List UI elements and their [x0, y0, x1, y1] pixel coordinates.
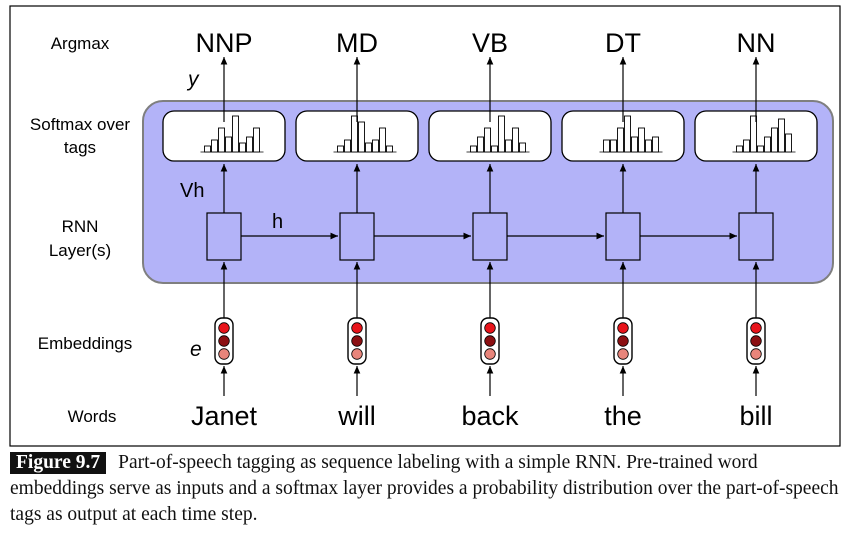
- word-label: bill: [739, 401, 772, 431]
- histogram-bar: [365, 142, 372, 153]
- embedding-unit: [617, 322, 629, 334]
- row-label-softmax-line2: tags: [64, 138, 96, 157]
- tag-label: MD: [336, 28, 378, 58]
- symbol-y: y: [186, 68, 200, 91]
- histogram-bar: [498, 115, 505, 153]
- row-label-rnn-line2: Layer(s): [49, 241, 111, 260]
- row-label-rnn-line1: RNN: [62, 217, 99, 236]
- histogram-bar: [757, 145, 764, 153]
- tag-label: VB: [472, 28, 508, 58]
- histogram-bar: [470, 145, 477, 153]
- histogram-bar: [239, 142, 246, 153]
- embedding-unit: [750, 335, 762, 347]
- word-label: the: [604, 401, 642, 431]
- rnn-pos-tagging-diagram: Argmax Softmax over tags RNN Layer(s) Em…: [9, 5, 841, 447]
- histogram-bar: [246, 136, 253, 153]
- histogram-bar: [743, 139, 750, 153]
- histogram-bar: [379, 127, 386, 153]
- tag-label: NNP: [195, 28, 252, 58]
- histogram-bar: [253, 127, 260, 153]
- embedding-unit: [750, 322, 762, 334]
- word-label: will: [337, 401, 376, 431]
- histogram-bar: [603, 139, 610, 153]
- embedding-unit: [218, 335, 230, 347]
- histogram-bar: [512, 127, 519, 153]
- histogram-bar: [337, 145, 344, 153]
- embedding-unit: [617, 335, 629, 347]
- symbol-h: h: [272, 211, 283, 233]
- histogram-bar: [617, 127, 624, 153]
- histogram-bar: [344, 139, 351, 153]
- histogram-bar: [211, 139, 218, 153]
- histogram-bar: [736, 145, 743, 153]
- histogram-bar: [491, 145, 498, 153]
- row-label-embeddings: Embeddings: [38, 334, 133, 353]
- word-label: Janet: [191, 401, 258, 431]
- rnn-cell: [605, 212, 641, 261]
- row-label-argmax: Argmax: [51, 34, 110, 53]
- histogram-bar: [225, 136, 232, 153]
- histogram-bar: [505, 139, 512, 153]
- histogram-bar: [624, 115, 631, 153]
- histogram-bar: [764, 136, 771, 153]
- row-label-words: Words: [68, 407, 117, 426]
- embedding-unit: [484, 335, 496, 347]
- embedding-unit: [617, 348, 629, 360]
- embedding-unit: [218, 348, 230, 360]
- histogram-bar: [785, 133, 792, 153]
- word-label: back: [461, 401, 519, 431]
- rnn-cell: [738, 212, 774, 261]
- histogram-bar: [477, 136, 484, 153]
- histogram-bar: [519, 142, 526, 153]
- embedding-unit: [218, 322, 230, 334]
- embedding-unit: [351, 348, 363, 360]
- embedding-unit: [484, 348, 496, 360]
- embedding-unit: [750, 348, 762, 360]
- histogram-bar: [652, 136, 659, 153]
- histogram-bar: [610, 139, 617, 153]
- row-label-softmax-line1: Softmax over: [30, 115, 130, 134]
- rnn-cell: [206, 212, 242, 261]
- symbol-e: e: [190, 338, 202, 361]
- rnn-cell: [472, 212, 508, 261]
- histogram-bar: [386, 145, 393, 153]
- histogram-bar: [778, 118, 785, 153]
- histogram-bar: [484, 127, 491, 153]
- histogram-bar: [358, 121, 365, 153]
- caption-text: Part-of-speech tagging as sequence label…: [10, 452, 839, 525]
- histogram-bar: [232, 115, 239, 153]
- histogram-bar: [645, 139, 652, 153]
- rnn-cell: [339, 212, 375, 261]
- tag-label: DT: [605, 28, 641, 58]
- histogram-bar: [218, 127, 225, 153]
- histogram-bar: [631, 136, 638, 153]
- histogram-bar: [351, 115, 358, 153]
- histogram-bar: [638, 127, 645, 153]
- embedding-unit: [484, 322, 496, 334]
- tag-label: NN: [737, 28, 776, 58]
- histogram-bar: [204, 145, 211, 153]
- symbol-vh: Vh: [180, 180, 204, 202]
- histogram-bar: [372, 139, 379, 153]
- histogram-bar: [771, 127, 778, 153]
- embedding-unit: [351, 322, 363, 334]
- histogram-bar: [750, 115, 757, 153]
- embedding-unit: [351, 335, 363, 347]
- figure-label: Figure 9.7: [10, 452, 107, 474]
